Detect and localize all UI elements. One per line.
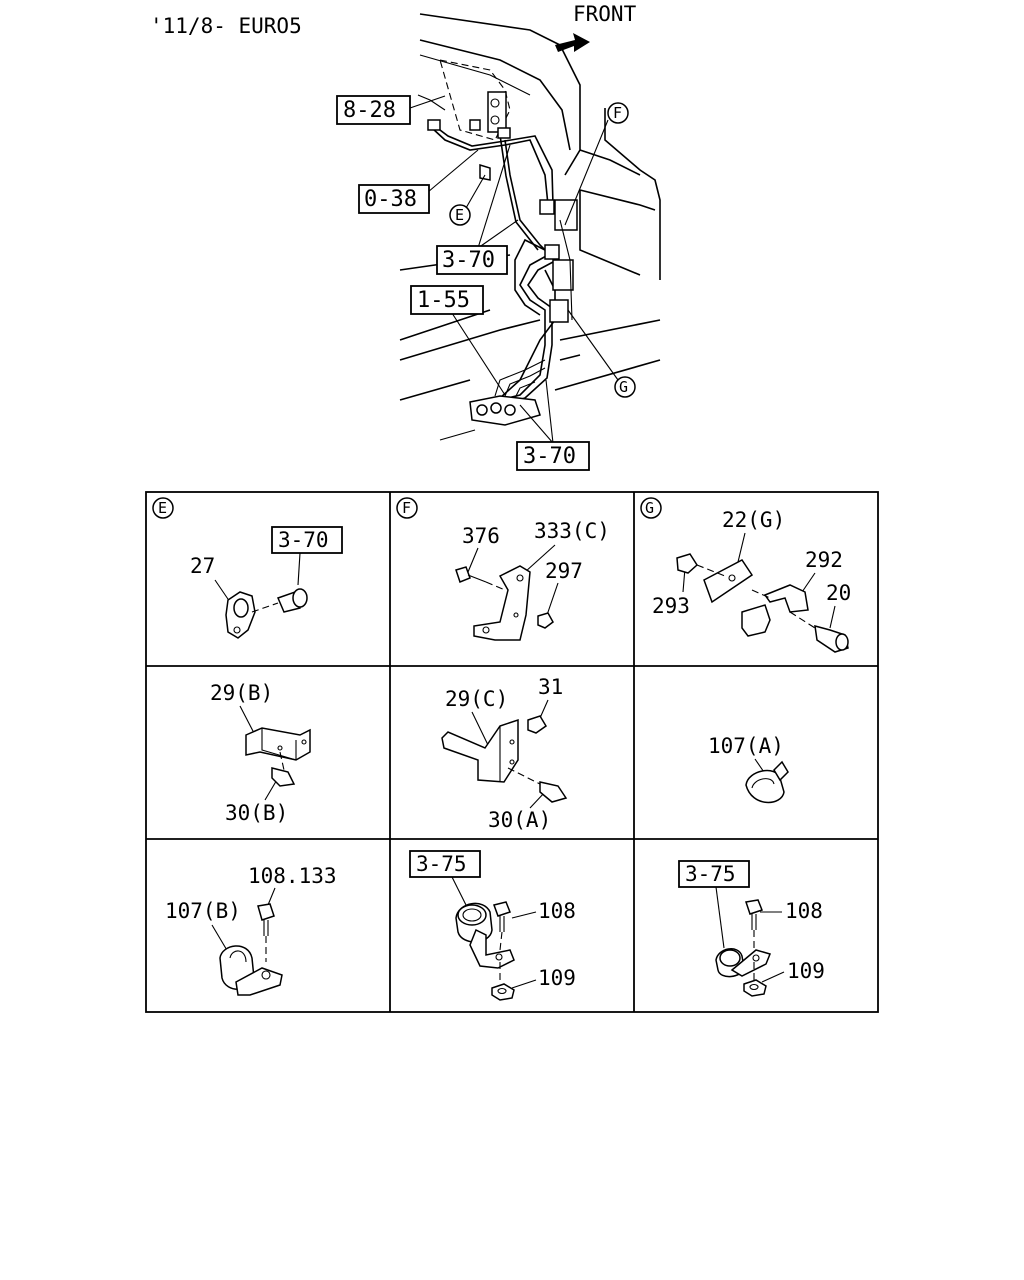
front-arrow-icon (555, 33, 590, 52)
callout-e-circle[interactable] (449, 204, 471, 226)
panel-r2m-part-30a: 30(A) (488, 808, 551, 832)
panel-r2r-part-107a: 107(A) (708, 734, 784, 758)
ref-box-1-55[interactable] (410, 285, 484, 315)
panel-row3-right: 3-75 108 109 (678, 860, 825, 997)
panel-r2l-part-29b: 29(B) (210, 681, 273, 705)
panel-e-tag-circle (152, 497, 174, 519)
panel-g: G 22(G) 292 293 20 (640, 497, 851, 653)
panel-r3m-part-108: 108 (538, 899, 576, 923)
ref-8-28-label: 8-28 (343, 98, 396, 123)
ref-box-3-70-upper[interactable] (436, 245, 508, 275)
panel-r2m-part-31: 31 (538, 675, 563, 699)
model-note: '11/8- EURO5 (150, 14, 302, 38)
panel-r2m-part-29c: 29(C) (445, 687, 508, 711)
panel-r2l-part-30b: 30(B) (225, 801, 288, 825)
panel-f-part-333c: 333(C) (534, 519, 610, 543)
panel-g-part-293: 293 (652, 594, 690, 618)
panel-g-part-20: 20 (826, 581, 851, 605)
panel-row2-mid: 29(C) 31 30(A) (441, 675, 568, 832)
panel-row3-left: 108.133 107(B) (165, 864, 337, 996)
panel-f-part-376: 376 (462, 524, 500, 548)
panel-f: F 376 333(C) 297 (396, 497, 610, 641)
panel-e-ref-label: 3-70 (278, 528, 329, 552)
panel-e-tag: E (158, 499, 167, 517)
panel-f-tag: F (402, 499, 411, 517)
callout-f-label: F (613, 104, 622, 122)
panel-r3r-ref-box[interactable] (678, 860, 750, 888)
panel-f-tag-circle (396, 497, 418, 519)
panel-row2-right: 107(A) (708, 734, 789, 804)
detail-grid (145, 491, 879, 1013)
panel-r3m-part-109: 109 (538, 966, 576, 990)
panel-e-ref-box[interactable] (271, 526, 343, 554)
ref-3-70-lower-label: 3-70 (523, 444, 576, 469)
panel-g-tag: G (645, 499, 654, 517)
ref-box-8-28[interactable] (336, 95, 411, 125)
ref-1-55-label: 1-55 (417, 288, 470, 313)
leader-lines (409, 95, 619, 444)
panel-e: E 3-70 27 (152, 497, 343, 639)
panel-f-part-297: 297 (545, 559, 583, 583)
callout-g-circle[interactable] (614, 376, 636, 398)
panel-r3m-ref-box[interactable] (409, 850, 481, 878)
panel-g-part-292: 292 (805, 548, 843, 572)
ref-0-38-label: 0-38 (364, 187, 417, 212)
main-assembly-drawing (399, 13, 661, 441)
panel-r3l-part-108-133: 108.133 (248, 864, 337, 888)
panel-r3m-ref-label: 3-75 (416, 852, 467, 876)
panel-r3l-part-107b: 107(B) (165, 899, 241, 923)
callout-g-label: G (619, 378, 628, 396)
callout-f-circle[interactable] (607, 102, 629, 124)
panel-r3r-part-109: 109 (787, 959, 825, 983)
panel-r3r-ref-label: 3-75 (685, 862, 736, 886)
callout-e-label: E (455, 206, 464, 224)
panel-g-part-22g: 22(G) (722, 508, 785, 532)
panel-g-tag-circle (640, 497, 662, 519)
panel-r3r-part-108: 108 (785, 899, 823, 923)
panel-e-part-27: 27 (190, 554, 215, 578)
ref-box-0-38[interactable] (358, 184, 430, 214)
front-label: FRONT (573, 2, 637, 26)
ref-box-3-70-lower[interactable] (516, 441, 590, 471)
panel-row2-left: 29(B) 30(B) (210, 681, 311, 825)
ref-3-70-upper-label: 3-70 (442, 248, 495, 273)
panel-row3-mid: 3-75 108 109 (409, 850, 576, 1001)
